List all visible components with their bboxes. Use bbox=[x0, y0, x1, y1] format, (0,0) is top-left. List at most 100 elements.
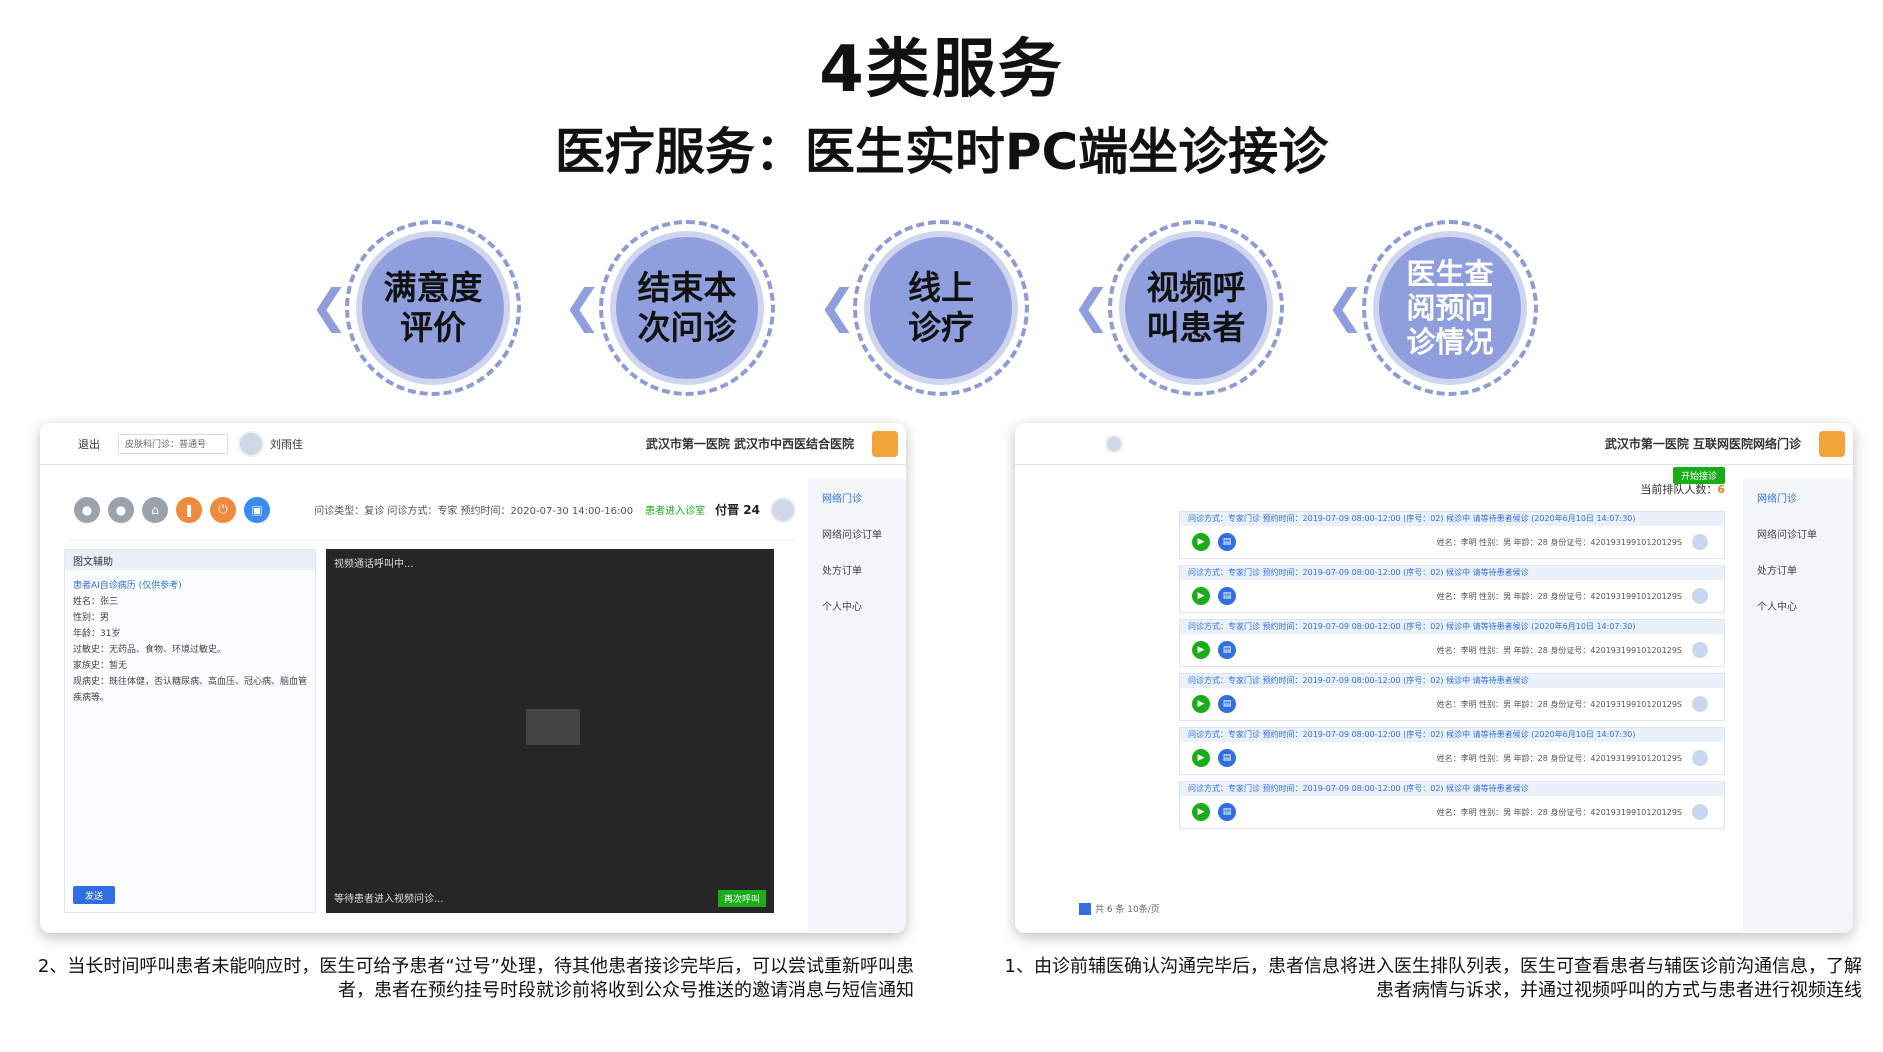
chat-body: 患者AI自诊病历 (仅供参考) 姓名：张三 性别：男 年龄：31岁 过敏史：无药… bbox=[65, 570, 315, 714]
play-icon[interactable]: ▶ bbox=[1192, 695, 1210, 713]
card-info: 姓名：李明 性别：男 年龄：28 身份证号：42019319910120129S bbox=[1436, 591, 1682, 601]
recall-button[interactable]: 再次呼叫 bbox=[717, 890, 766, 907]
chat-line: 性别：男 bbox=[73, 613, 110, 623]
step-online-treatment: 线上 诊疗 bbox=[853, 220, 1029, 396]
avatar bbox=[1692, 642, 1708, 658]
chat-panel: 图文辅助 患者AI自诊病历 (仅供参考) 姓名：张三 性别：男 年龄：31岁 过… bbox=[64, 549, 316, 913]
sidebar-item-orders[interactable]: 网络问诊订单 bbox=[822, 529, 882, 541]
pagination[interactable]: 共 6 条 10条/页 bbox=[1075, 902, 1160, 915]
send-button[interactable]: 发送 bbox=[73, 886, 115, 904]
sidebar: 网络门诊 网络问诊订单 处方订单 个人中心 bbox=[808, 479, 906, 933]
card-info: 姓名：李明 性别：男 年龄：28 身份证号：42019319910120129S bbox=[1436, 537, 1682, 547]
sidebar-item-clinic[interactable]: 网络门诊 bbox=[1757, 493, 1797, 505]
pager-label: 共 6 条 10条/页 bbox=[1095, 904, 1160, 915]
chat-line: 年龄：31岁 bbox=[73, 629, 121, 639]
play-icon[interactable]: ▶ bbox=[1192, 641, 1210, 659]
chat-line: 姓名：张三 bbox=[73, 597, 119, 607]
arrow-left-icon: ❮ bbox=[818, 279, 857, 333]
play-icon[interactable]: ▶ bbox=[1192, 533, 1210, 551]
card-info: 姓名：李明 性别：男 年龄：28 身份证号：42019319910120129S bbox=[1436, 807, 1682, 817]
patient-bar: ● ● ⌂ ❚ ⏻ ▣ 问诊类型：复诊 问诊方式：专家 预约时间：2020-07… bbox=[70, 479, 796, 541]
logout-link[interactable]: 退出 bbox=[78, 437, 100, 451]
caption-right: 1、由诊前辅医确认沟通完毕后，患者信息将进入医生排队列表，医生可查看患者与辅医诊… bbox=[1004, 956, 1862, 1001]
card-header: 问诊方式：专家门诊 预约时间：2019-07-09 08:00-12:00 (序… bbox=[1180, 728, 1724, 742]
record-icon[interactable]: ▤ bbox=[1218, 749, 1236, 767]
avatar bbox=[770, 496, 796, 523]
queue-card[interactable]: 问诊方式：专家门诊 预约时间：2019-07-09 08:00-12:00 (序… bbox=[1179, 727, 1725, 775]
sidebar-item-clinic[interactable]: 网络门诊 bbox=[822, 493, 862, 505]
queue-card[interactable]: 问诊方式：专家门诊 预约时间：2019-07-09 08:00-12:00 (序… bbox=[1179, 673, 1725, 721]
card-info: 姓名：李明 性别：男 年龄：28 身份证号：42019319910120129S bbox=[1436, 699, 1682, 709]
hospital-logo bbox=[872, 430, 898, 457]
sidebar-item-prescriptions[interactable]: 处方订单 bbox=[1757, 565, 1797, 577]
play-icon[interactable]: ▶ bbox=[1192, 587, 1210, 605]
record-icon[interactable]: ▤ bbox=[1218, 803, 1236, 821]
video-status: 视频通话呼叫中... bbox=[334, 559, 414, 570]
step-label: 线上 诊疗 bbox=[870, 237, 1012, 379]
queue-screenshot: 武汉市第一医院 互联网医院网络门诊 开始接诊 当前排队人数：6 问诊方式：专家门… bbox=[1015, 423, 1853, 933]
step-satisfaction: 满意度 评价 bbox=[345, 220, 521, 396]
queue-card[interactable]: 问诊方式：专家门诊 预约时间：2019-07-09 08:00-12:00 (序… bbox=[1179, 781, 1725, 829]
chat-line: 现病史：既往体健，否认糖尿病、高血压、冠心病、脑血管疾病等。 bbox=[73, 677, 308, 703]
app-header: 退出 皮肤科门诊：普通号 刘雨佳 武汉市第一医院 武汉市中西医结合医院 bbox=[40, 423, 906, 465]
record-icon[interactable]: ▤ bbox=[1218, 533, 1236, 551]
doctor-name: 刘雨佳 bbox=[270, 437, 303, 451]
arrow-left-icon: ❮ bbox=[1326, 279, 1365, 333]
avatar bbox=[238, 430, 264, 457]
arrow-left-icon: ❮ bbox=[563, 279, 602, 333]
record-icon[interactable]: ▤ bbox=[1218, 641, 1236, 659]
video-consult-screenshot: 退出 皮肤科门诊：普通号 刘雨佳 武汉市第一医院 武汉市中西医结合医院 ● ● … bbox=[40, 423, 906, 933]
sidebar-item-orders[interactable]: 网络问诊订单 bbox=[1757, 529, 1817, 541]
avatar bbox=[1692, 750, 1708, 766]
caption-left: 2、当长时间呼叫患者未能响应时，医生可给予患者“过号”处理，待其他患者接诊完毕后… bbox=[37, 956, 914, 1001]
skip-icon[interactable]: ❚ bbox=[176, 496, 202, 523]
chat-line: 过敏史：无药品、食物、环境过敏史。 bbox=[73, 645, 227, 655]
queue-card[interactable]: 问诊方式：专家门诊 预约时间：2019-07-09 08:00-12:00 (序… bbox=[1179, 565, 1725, 613]
step-video-call: 视频呼 叫患者 bbox=[1108, 220, 1284, 396]
record-icon[interactable]: ▤ bbox=[1218, 695, 1236, 713]
avatar bbox=[1692, 804, 1708, 820]
video-waiting: 等待患者进入视频问诊... bbox=[334, 894, 444, 905]
record-icon[interactable]: ▤ bbox=[1218, 587, 1236, 605]
card-header: 问诊方式：专家门诊 预约时间：2019-07-09 08:00-12:00 (序… bbox=[1180, 512, 1724, 526]
step-review-preconsult: 医生查 阅预问 诊情况 bbox=[1362, 220, 1538, 396]
end-consult-icon[interactable]: ⏻ bbox=[210, 496, 236, 523]
arrow-left-icon: ❮ bbox=[310, 279, 349, 333]
card-header: 问诊方式：专家门诊 预约时间：2019-07-09 08:00-12:00 (序… bbox=[1180, 782, 1724, 796]
queue-label: 当前排队人数： bbox=[1640, 483, 1718, 496]
dept-select[interactable]: 皮肤科门诊：普通号 bbox=[118, 433, 228, 454]
patient-tag: 患者进入诊室 bbox=[645, 506, 706, 517]
home-icon[interactable]: ⌂ bbox=[142, 496, 168, 523]
blacklist-icon[interactable]: ● bbox=[74, 496, 100, 523]
queue-card[interactable]: 问诊方式：专家门诊 预约时间：2019-07-09 08:00-12:00 (序… bbox=[1179, 511, 1725, 559]
no-call-icon[interactable]: ● bbox=[108, 496, 134, 523]
sidebar: 网络门诊 网络问诊订单 处方订单 个人中心 bbox=[1743, 479, 1853, 933]
patient-info: 问诊类型：复诊 问诊方式：专家 预约时间：2020-07-30 14:00-16… bbox=[314, 506, 634, 517]
play-icon[interactable]: ▶ bbox=[1192, 803, 1210, 821]
avatar bbox=[1105, 434, 1123, 453]
arrow-left-icon: ❮ bbox=[1072, 279, 1111, 333]
app-header: 武汉市第一医院 互联网医院网络门诊 bbox=[1015, 423, 1853, 465]
chat-line: 家族史：暂无 bbox=[73, 661, 128, 671]
page-title: 4类服务 bbox=[819, 33, 1064, 107]
current-page[interactable] bbox=[1079, 903, 1091, 915]
step-label: 结束本 次问诊 bbox=[616, 237, 758, 379]
transfer-icon[interactable]: ▣ bbox=[244, 496, 270, 523]
avatar bbox=[1692, 588, 1708, 604]
card-info: 姓名：李明 性别：男 年龄：28 身份证号：42019319910120129S bbox=[1436, 645, 1682, 655]
page-subtitle: 医疗服务：医生实时PC端坐诊接诊 bbox=[554, 123, 1329, 181]
step-label: 视频呼 叫患者 bbox=[1125, 237, 1267, 379]
sidebar-item-profile[interactable]: 个人中心 bbox=[1757, 601, 1797, 613]
camera-icon bbox=[526, 709, 580, 745]
sidebar-item-prescriptions[interactable]: 处方订单 bbox=[822, 565, 862, 577]
start-consult-button[interactable]: 开始接诊 bbox=[1672, 467, 1725, 484]
hospital-name: 武汉市第一医院 互联网医院网络门诊 bbox=[1604, 437, 1801, 451]
step-end-consult: 结束本 次问诊 bbox=[599, 220, 775, 396]
card-info: 姓名：李明 性别：男 年龄：28 身份证号：42019319910120129S bbox=[1436, 753, 1682, 763]
queue-card[interactable]: 问诊方式：专家门诊 预约时间：2019-07-09 08:00-12:00 (序… bbox=[1179, 619, 1725, 667]
step-label: 医生查 阅预问 诊情况 bbox=[1379, 237, 1521, 379]
sidebar-item-profile[interactable]: 个人中心 bbox=[822, 601, 862, 613]
play-icon[interactable]: ▶ bbox=[1192, 749, 1210, 767]
card-header: 问诊方式：专家门诊 预约时间：2019-07-09 08:00-12:00 (序… bbox=[1180, 620, 1724, 634]
